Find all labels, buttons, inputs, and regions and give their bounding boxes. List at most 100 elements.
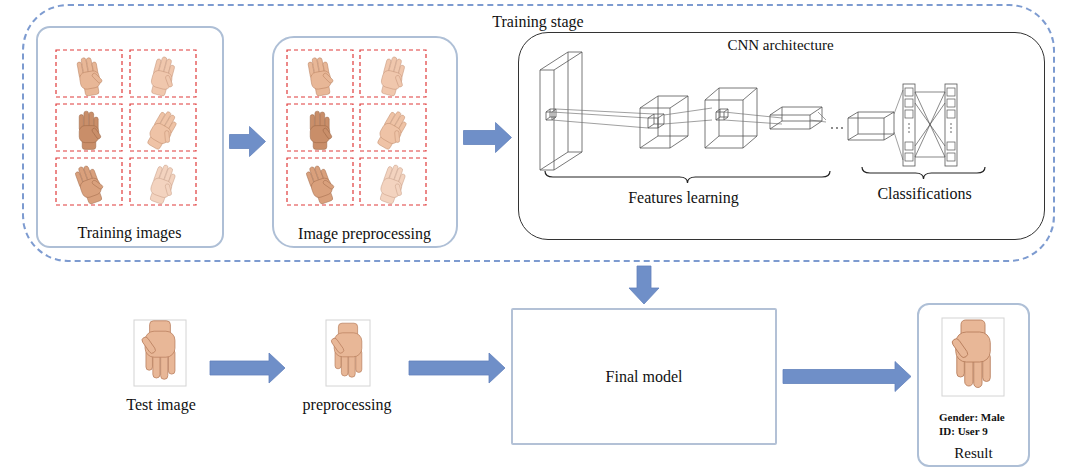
image-frame <box>130 104 196 151</box>
image-frame <box>287 50 353 97</box>
neuron <box>905 88 913 96</box>
node-label: Image preprocessing <box>298 225 431 243</box>
hand-part <box>322 180 334 190</box>
image-step: Test image <box>118 318 204 418</box>
projection-line <box>915 92 945 157</box>
node-label: Classifications <box>877 185 971 203</box>
hand-photo <box>144 109 182 153</box>
block-arrow <box>464 123 512 153</box>
stage-region: Training stageTraining images Image prepr… <box>22 4 1055 262</box>
image-frame <box>130 50 196 97</box>
ellipsis-dot <box>841 127 843 129</box>
hand-photo <box>330 323 362 377</box>
ellipsis-dot <box>950 131 952 133</box>
node-label: preprocessing <box>303 396 392 414</box>
photo-frame <box>134 320 186 386</box>
hand-part <box>165 75 173 88</box>
hand-part <box>165 130 170 142</box>
layer-cube <box>770 107 822 129</box>
hand-part <box>79 176 103 199</box>
node-label: Training stage <box>492 13 583 31</box>
image-frame <box>360 158 426 205</box>
neuron <box>947 142 955 150</box>
model-box: Final model <box>511 308 777 445</box>
projection-line <box>724 120 782 124</box>
ellipsis-dot <box>950 127 952 129</box>
node-label: Features learning <box>628 189 739 207</box>
projection-line <box>556 109 654 114</box>
hand-photo <box>79 111 101 149</box>
hand-photo <box>74 162 108 206</box>
neuron <box>947 110 955 118</box>
ellipsis-dot <box>908 131 910 133</box>
image-frame <box>360 50 426 97</box>
hand-part <box>91 127 101 139</box>
node-label: CNN architecture <box>727 37 833 54</box>
hand-part <box>322 72 333 83</box>
hand-part <box>91 180 103 190</box>
hand-part <box>141 336 157 355</box>
neuron <box>905 99 913 107</box>
dense-layer <box>903 84 915 166</box>
hand-part <box>380 69 403 90</box>
hand-photo <box>951 320 990 388</box>
hand-part <box>379 176 403 199</box>
node-label: Result <box>954 445 992 462</box>
projection-line <box>894 132 903 160</box>
image-frame <box>360 104 426 151</box>
hand-part <box>310 176 334 199</box>
image-frame <box>130 158 196 205</box>
block-arrow <box>629 266 659 304</box>
hand-part <box>395 183 402 196</box>
hand-part <box>150 69 173 90</box>
node-label: Training images <box>78 224 182 242</box>
photo-frame <box>326 320 370 386</box>
projection-line <box>552 120 648 128</box>
image-step: preprocessing <box>291 318 403 418</box>
dense-layer <box>945 84 957 166</box>
ellipsis-dot <box>836 127 838 129</box>
projection-line <box>894 90 903 114</box>
layer-cube <box>546 109 556 120</box>
ellipsis-dot <box>908 127 910 129</box>
hand-part <box>91 72 102 83</box>
node-label: Final model <box>606 368 683 386</box>
block-arrow <box>783 362 911 392</box>
image-frame <box>56 50 122 97</box>
hand-photo <box>76 55 105 97</box>
result-card: Gender: MaleID: User 9Result <box>917 303 1030 467</box>
block-arrow <box>210 353 285 383</box>
hand-photo <box>147 163 181 207</box>
hand-part <box>330 337 345 354</box>
node-label: ID: User 9 <box>939 425 988 438</box>
neuron <box>947 99 955 107</box>
ellipsis-dot <box>950 123 952 125</box>
projection-line <box>818 112 826 120</box>
layer-cube <box>640 96 688 148</box>
neuron <box>905 110 913 118</box>
neuron <box>947 153 955 161</box>
projection-line <box>915 157 945 158</box>
projection-line <box>915 103 945 146</box>
image-frame <box>287 158 353 205</box>
ellipsis-dot <box>908 123 910 125</box>
hand-part <box>951 337 969 359</box>
cnn-box: CNN architectureFeatures learning Classif… <box>518 32 1045 240</box>
image-panel: Image preprocessing <box>272 36 458 248</box>
hand-photo <box>310 111 332 149</box>
layer-cube <box>648 114 664 128</box>
neuron <box>947 88 955 96</box>
brace <box>545 171 830 183</box>
block-arrow <box>230 127 266 157</box>
hand-photo <box>378 55 409 98</box>
projection-line <box>915 92 945 157</box>
hand-photo <box>307 55 336 97</box>
image-frame <box>56 104 122 151</box>
neuron <box>905 153 913 161</box>
block-arrow <box>409 353 505 383</box>
neuron <box>905 142 913 150</box>
layer-cube <box>705 88 757 148</box>
brace <box>862 167 985 179</box>
hand-photo <box>148 55 179 98</box>
projection-line <box>915 103 945 146</box>
